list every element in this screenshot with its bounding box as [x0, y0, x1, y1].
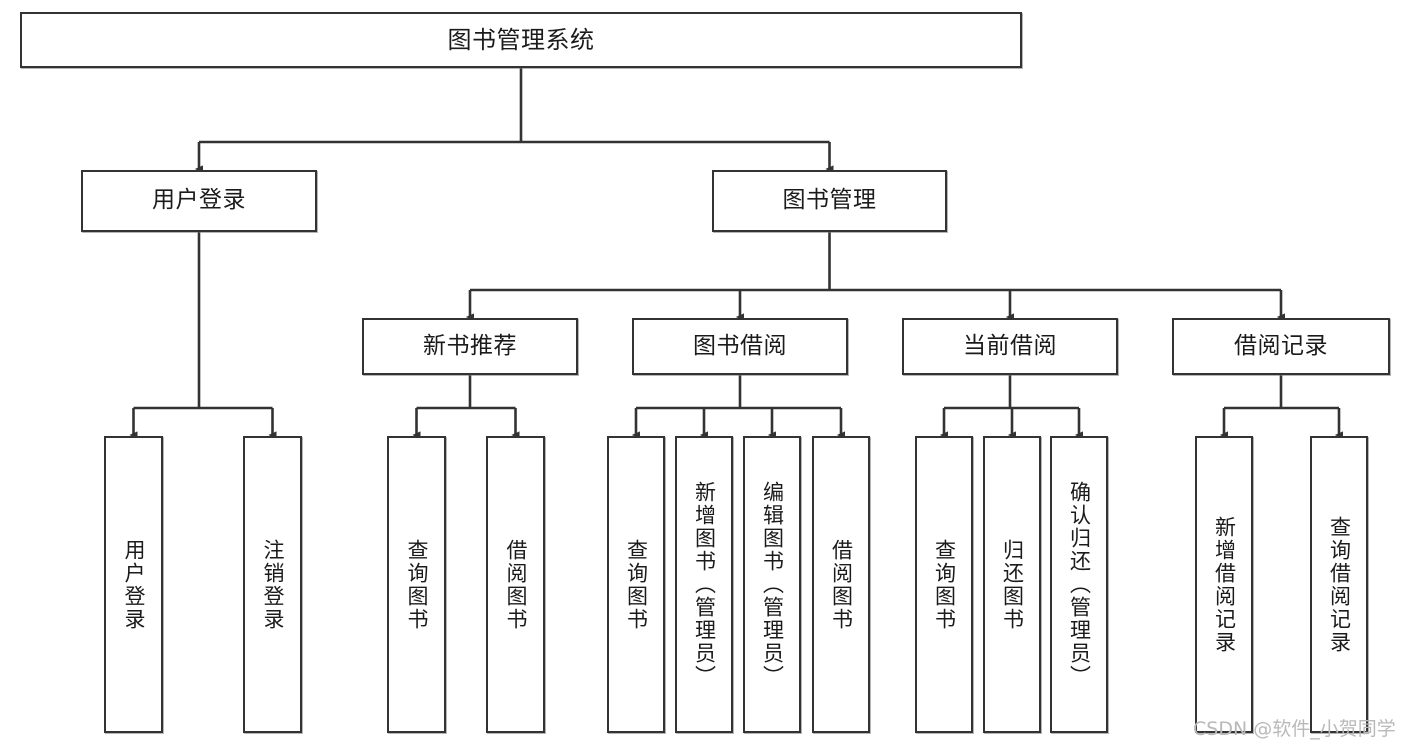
leaf-query-borrow-record-label: 查询借阅记录 [1327, 515, 1352, 654]
node-root[interactable]: 图书管理系统 [20, 12, 1022, 68]
leaf-add-borrow-record[interactable]: 新增借阅记录 [1195, 436, 1253, 733]
leaf-user-login-label: 用户登录 [122, 538, 146, 631]
watermark: CSDN @软件_小贺同学 [1193, 718, 1396, 740]
node-new-book-recommend-label: 新书推荐 [423, 332, 517, 359]
leaf-edit-book-admin-label: 编辑图书（管理员） [760, 481, 785, 688]
node-user-login-label: 用户登录 [152, 187, 246, 214]
leaf-borrow-book-recommend-label: 借阅图书 [504, 538, 528, 631]
leaf-query-book[interactable]: 查询图书 [607, 436, 665, 733]
leaf-user-login[interactable]: 用户登录 [104, 436, 163, 733]
leaf-query-book-current[interactable]: 查询图书 [915, 436, 973, 733]
leaf-add-book-admin-label: 新增图书（管理员） [692, 481, 717, 688]
leaf-edit-book-admin[interactable]: 编辑图书（管理员） [743, 436, 801, 733]
node-book-borrow[interactable]: 图书借阅 [632, 318, 848, 375]
leaf-add-borrow-record-label: 新增借阅记录 [1212, 515, 1237, 654]
leaf-confirm-return-admin[interactable]: 确认归还（管理员） [1050, 436, 1108, 733]
node-borrow-record[interactable]: 借阅记录 [1172, 318, 1390, 375]
leaf-add-book-admin[interactable]: 新增图书（管理员） [675, 436, 733, 733]
leaf-return-book[interactable]: 归还图书 [983, 436, 1041, 733]
node-current-borrow-label: 当前借阅 [963, 332, 1057, 359]
node-borrow-record-label: 借阅记录 [1234, 332, 1328, 359]
node-book-management-label: 图书管理 [782, 187, 877, 214]
leaf-query-book-recommend-label: 查询图书 [405, 538, 429, 631]
node-user-login[interactable]: 用户登录 [81, 170, 317, 232]
node-book-management[interactable]: 图书管理 [712, 170, 947, 232]
node-book-borrow-label: 图书借阅 [693, 332, 787, 359]
leaf-return-book-label: 归还图书 [1000, 538, 1025, 631]
leaf-logout-label: 注销登录 [261, 538, 285, 631]
leaf-confirm-return-admin-label: 确认归还（管理员） [1067, 481, 1092, 688]
leaf-borrow-book[interactable]: 借阅图书 [812, 436, 870, 733]
leaf-query-book-recommend[interactable]: 查询图书 [387, 436, 446, 733]
node-current-borrow[interactable]: 当前借阅 [902, 318, 1118, 375]
leaf-query-borrow-record[interactable]: 查询借阅记录 [1310, 436, 1368, 733]
leaf-borrow-book-recommend[interactable]: 借阅图书 [486, 436, 545, 733]
leaf-borrow-book-label: 借阅图书 [829, 538, 854, 631]
leaf-logout[interactable]: 注销登录 [243, 436, 302, 733]
leaf-query-book-current-label: 查询图书 [932, 538, 957, 631]
node-new-book-recommend[interactable]: 新书推荐 [362, 318, 578, 375]
node-root-label: 图书管理系统 [447, 25, 595, 54]
leaf-query-book-label: 查询图书 [624, 538, 649, 631]
